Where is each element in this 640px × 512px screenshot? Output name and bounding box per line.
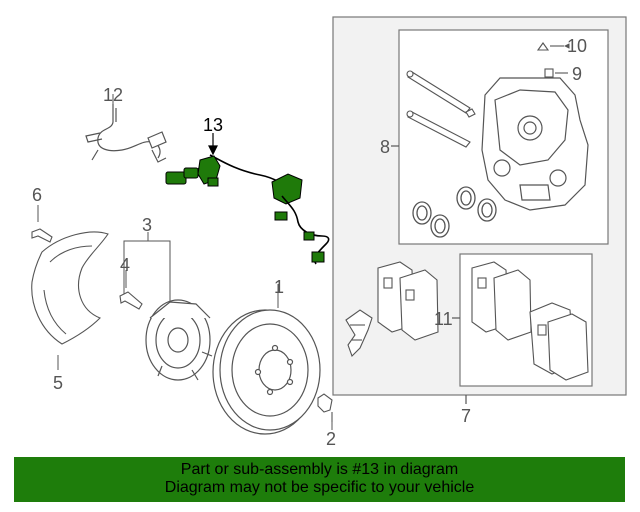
banner-line-1: Part or sub-assembly is #13 in diagram <box>180 461 459 478</box>
caliper-body <box>481 77 589 211</box>
callout-12: 12 <box>103 85 124 105</box>
bleeder-cap-part <box>536 42 570 51</box>
callout-4: 4 <box>120 255 131 275</box>
callout-6: 6 <box>32 185 43 205</box>
callout-13: 13 <box>203 115 224 135</box>
guide-pins <box>406 70 476 148</box>
callout-8: 8 <box>380 137 391 157</box>
bolt-2 <box>317 393 333 422</box>
dust-shield-5 <box>31 231 109 345</box>
callout-11: 11 <box>434 309 453 329</box>
bolt-6 <box>31 228 53 243</box>
piston-seals <box>412 186 497 238</box>
sensor-wire-12 <box>85 104 167 163</box>
wheel-speed-sensor-13 <box>165 154 330 265</box>
callout-7: 7 <box>461 406 472 426</box>
callout-3: 3 <box>142 215 153 235</box>
brake-pads-kit <box>471 261 589 381</box>
callout-1: 1 <box>274 277 285 297</box>
info-banner: Part or sub-assembly is #13 in diagram D… <box>14 457 625 502</box>
banner-line-2: Diagram may not be specific to your vehi… <box>164 479 475 496</box>
callout-10: 10 <box>567 36 588 56</box>
bolt-4 <box>119 291 143 310</box>
callout-2: 2 <box>326 429 337 449</box>
pad-clip <box>345 309 373 357</box>
brake-rotor-1 <box>212 309 321 435</box>
brake-pads-outer <box>377 261 439 341</box>
hub-bearing-3 <box>145 299 213 381</box>
callout-9: 9 <box>572 64 583 84</box>
bleeder-screw-part <box>544 68 568 78</box>
callout-5: 5 <box>53 373 64 393</box>
